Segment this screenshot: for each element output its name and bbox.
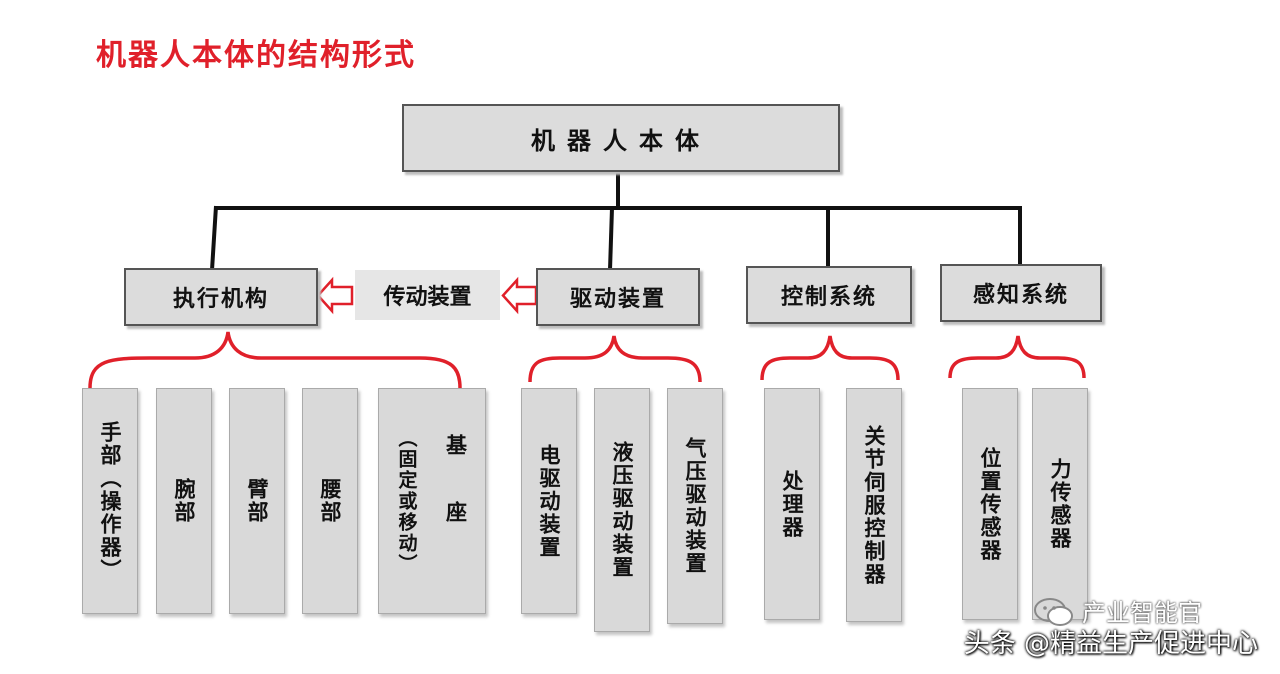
diagram-title: 机器人本体的结构形式 (96, 38, 416, 73)
leaf-waist-label: 腰部 (318, 478, 342, 524)
leaf-waist: 腰部 (302, 388, 358, 614)
brace-icon (88, 331, 1086, 389)
leaf-pneumatic-drive-label: 气压驱动装置 (683, 437, 707, 575)
root-node: 机器人本体 (402, 104, 840, 172)
leaf-wrist-label: 腕部 (172, 478, 196, 524)
node-executor: 执行机构 (124, 268, 318, 326)
wechat-icon (1034, 598, 1073, 626)
leaf-electric-drive-label: 电驱动装置 (537, 443, 561, 559)
leaf-arm-label: 臂部 (245, 478, 269, 524)
node-control: 控制系统 (746, 266, 912, 324)
leaf-electric-drive: 电驱动装置 (521, 388, 577, 614)
node-transmission: 传动装置 (355, 270, 500, 320)
leaf-hydraulic-drive-label: 液压驱动装置 (610, 441, 634, 579)
leaf-hand-label: 手部（操作器） (98, 420, 122, 582)
leaf-pneumatic-drive: 气压驱动装置 (667, 388, 723, 624)
leaf-joint-servo-label: 关节伺服控制器 (862, 424, 886, 586)
brand-text: 产业智能官 (1082, 599, 1202, 627)
node-drive: 驱动装置 (536, 268, 700, 326)
leaf-arm: 臂部 (229, 388, 285, 614)
leaf-base: （固定或移动） 基座 (378, 388, 486, 614)
leaf-hand: 手部（操作器） (82, 388, 138, 614)
node-sensing: 感知系统 (940, 264, 1102, 322)
leaf-force-sensor: 力传感器 (1032, 388, 1088, 620)
node-sensing-label: 感知系统 (972, 283, 1069, 308)
node-control-label: 控制系统 (780, 285, 877, 310)
leaf-joint-servo: 关节伺服控制器 (846, 388, 902, 622)
leaf-base-note: （固定或移动） (395, 427, 418, 575)
leaf-base-label: 基座 (443, 434, 468, 568)
leaf-processor-label: 处理器 (780, 469, 804, 539)
leaf-force-sensor-label: 力传感器 (1048, 458, 1072, 550)
leaf-processor: 处理器 (764, 388, 820, 620)
leaf-position-sensor: 位置传感器 (962, 388, 1018, 620)
leaf-wrist: 腕部 (156, 388, 212, 614)
node-transmission-label: 传动装置 (383, 285, 472, 310)
root-node-label: 机器人本体 (531, 126, 711, 155)
leaf-hydraulic-drive: 液压驱动装置 (594, 388, 650, 632)
node-executor-label: 执行机构 (172, 287, 269, 312)
node-drive-label: 驱动装置 (569, 287, 666, 312)
leaf-position-sensor-label: 位置传感器 (978, 446, 1002, 562)
arrow-icon (316, 276, 538, 315)
watermark: 头条 @精益生产促进中心 (963, 629, 1258, 659)
